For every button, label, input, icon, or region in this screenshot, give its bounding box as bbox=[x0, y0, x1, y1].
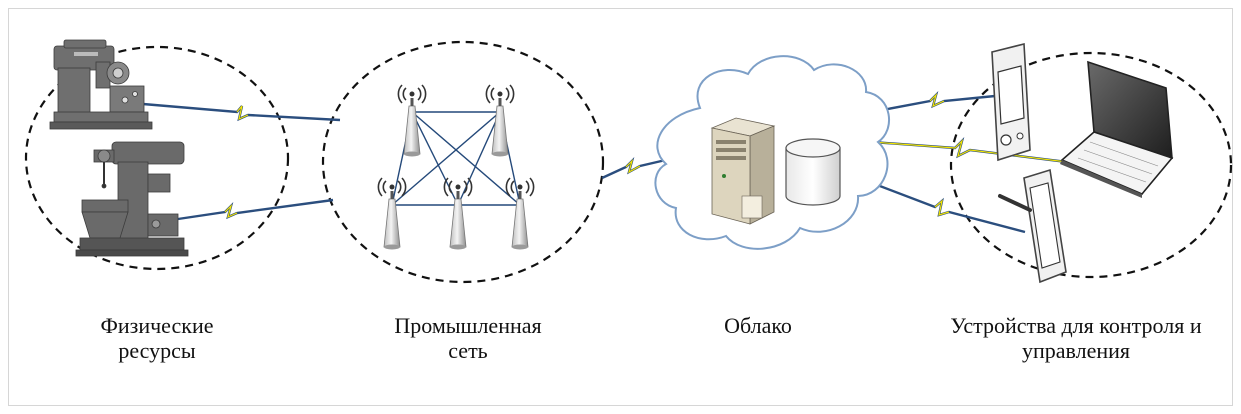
laptop-icon bbox=[1060, 60, 1174, 198]
antenna-tower-icon bbox=[377, 177, 407, 251]
wireless-link-icon bbox=[142, 90, 1076, 234]
database-icon bbox=[785, 138, 841, 206]
cloud-caption: Облако bbox=[724, 313, 792, 338]
diagram-frame bbox=[8, 8, 1233, 406]
control-devices-group bbox=[949, 51, 1233, 279]
antenna-towers bbox=[377, 84, 535, 251]
pda-icon bbox=[991, 42, 1031, 162]
industrial-network-caption: Промышленная сеть bbox=[394, 313, 542, 363]
drilling-machine-icon bbox=[75, 141, 189, 257]
physical-resources-group bbox=[24, 45, 290, 271]
server-icon bbox=[710, 117, 776, 225]
antenna-tower-icon bbox=[505, 177, 535, 251]
control-devices-caption: Устройства для контроля и управления bbox=[950, 313, 1202, 363]
tablet-icon bbox=[998, 168, 1067, 284]
physical-resources-caption: Физические ресурсы bbox=[100, 313, 214, 363]
industrial-network-group bbox=[321, 40, 605, 284]
milling-machine-icon bbox=[49, 39, 153, 130]
antenna-tower-icon bbox=[443, 177, 473, 251]
